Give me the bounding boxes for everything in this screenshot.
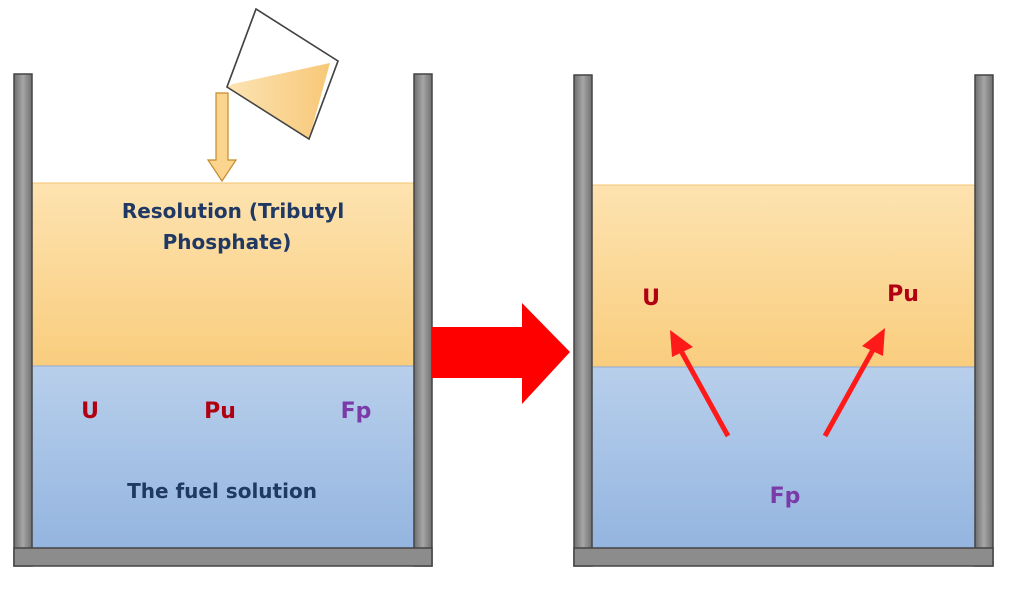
organic-layer-label-line1: Resolution (Tributyl bbox=[122, 199, 344, 223]
pouring-cup bbox=[226, 7, 339, 141]
organic-layer-label-line2: Phosphate) bbox=[163, 230, 292, 254]
left-aqueous-layer bbox=[31, 365, 415, 549]
right-beaker: U Pu Fp bbox=[573, 74, 994, 567]
right-organic-layer bbox=[591, 184, 976, 368]
migration-arrow-pu bbox=[822, 328, 885, 438]
aqueous-layer-label: The fuel solution bbox=[127, 479, 317, 503]
left-beaker-bottom bbox=[13, 547, 433, 567]
cup-outline bbox=[226, 7, 339, 141]
left-species-fp: Fp bbox=[341, 399, 372, 424]
transition-arrow bbox=[432, 303, 570, 404]
migration-arrow-u bbox=[670, 330, 731, 438]
right-beaker-wall-right bbox=[974, 74, 994, 567]
left-organic-layer bbox=[31, 182, 415, 367]
cup-liquid bbox=[227, 63, 330, 139]
left-species-pu: Pu bbox=[204, 399, 236, 424]
left-beaker-wall-right bbox=[413, 73, 433, 567]
right-beaker-wall-left bbox=[573, 74, 593, 567]
right-aqueous-layer bbox=[591, 366, 976, 549]
left-species-u: U bbox=[81, 399, 99, 424]
right-species-u: U bbox=[642, 286, 660, 311]
left-beaker: Resolution (Tributyl Phosphate) U Pu Fp … bbox=[13, 73, 433, 567]
right-species-pu: Pu bbox=[887, 282, 919, 307]
right-beaker-bottom bbox=[573, 547, 994, 567]
left-beaker-wall-left bbox=[13, 73, 33, 567]
pour-arrow bbox=[206, 92, 238, 183]
right-species-fp: Fp bbox=[770, 484, 801, 509]
